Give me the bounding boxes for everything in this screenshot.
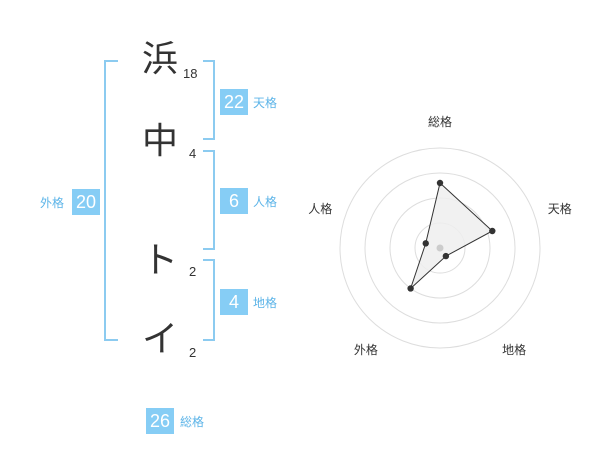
- radar-axis-label-1: 総格: [428, 114, 452, 129]
- radar-axis-label-5: 人格: [308, 201, 332, 216]
- name-char-3: ト: [141, 240, 178, 281]
- radar-point-5: [422, 240, 429, 247]
- radar-point-1: [436, 179, 444, 187]
- gaikaku-value: 20: [72, 189, 100, 215]
- radar-point-3: [442, 252, 450, 260]
- radar-grid-ring: [364, 172, 516, 324]
- soukaku-label: 総格: [180, 415, 205, 429]
- chikaku-bracket: [203, 259, 215, 341]
- jinkaku-bracket: [203, 150, 215, 250]
- radar-point-4: [407, 285, 414, 292]
- jinkaku-label: 人格: [253, 195, 278, 209]
- radar-axis-label-2: 天格: [548, 201, 572, 216]
- stroke-count-2: 4: [189, 146, 197, 161]
- name-char-4: イ: [141, 319, 178, 360]
- stroke-count-4: 2: [189, 345, 197, 360]
- tenkaku-bracket: [203, 60, 215, 140]
- tenkaku-label: 天格: [253, 96, 278, 110]
- radar-point-2: [489, 227, 496, 235]
- radar-grid-ring: [339, 147, 541, 349]
- soukaku-value: 26: [146, 408, 174, 434]
- name-char-1: 浜: [141, 39, 178, 80]
- chikaku-label: 地格: [253, 296, 278, 310]
- radar-axis-label-3: 地格: [502, 342, 526, 357]
- gaikaku-bracket: [104, 60, 118, 341]
- stroke-count-1: 18: [183, 66, 198, 81]
- stroke-count-3: 2: [189, 264, 197, 279]
- name-char-2: 中: [141, 121, 178, 162]
- jinkaku-value: 6: [220, 188, 248, 214]
- tenkaku-value: 22: [220, 89, 248, 115]
- radar-value-polygon: [410, 182, 494, 289]
- chikaku-value: 4: [220, 289, 248, 315]
- radar-axis-label-4: 外格: [354, 342, 378, 357]
- radar-center-dot: [436, 244, 444, 252]
- gaikaku-label: 外格: [40, 196, 65, 210]
